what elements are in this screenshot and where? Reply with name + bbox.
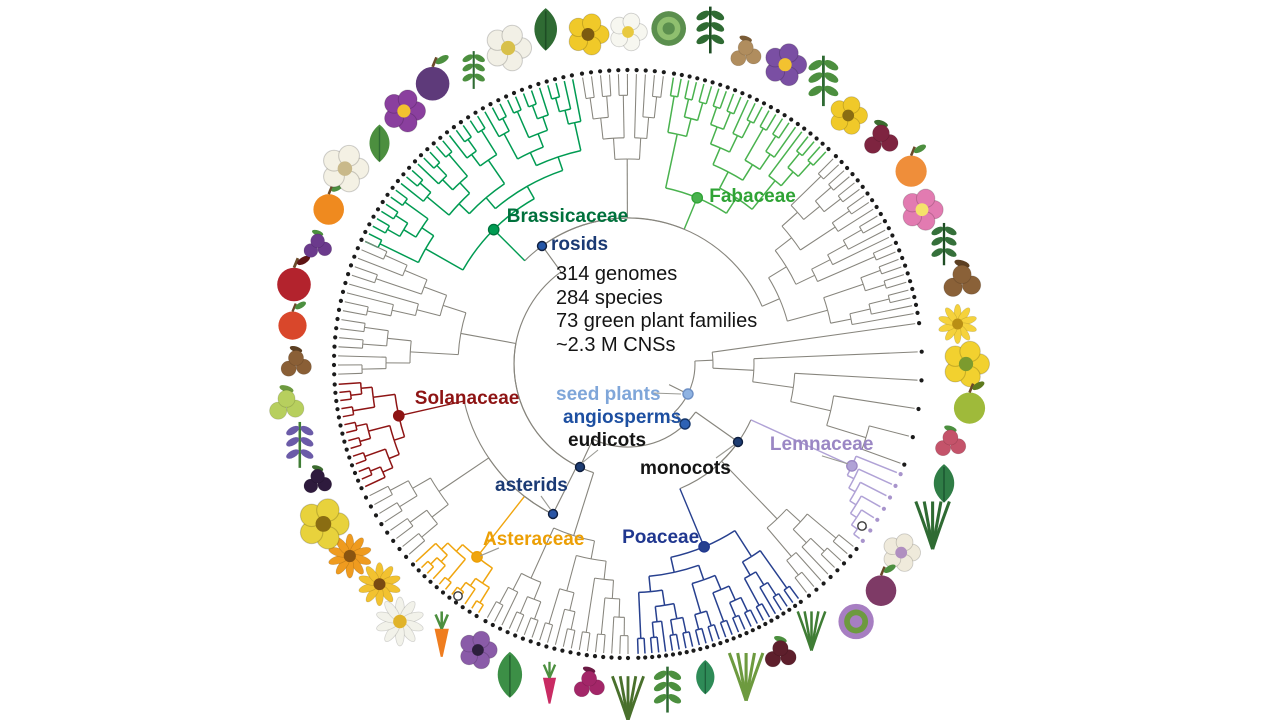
stat-species: 284 species	[556, 286, 663, 309]
node-dots	[392, 191, 867, 601]
ring-plant-fruit-icon	[953, 381, 986, 424]
ring-plant-root-icon	[542, 661, 557, 704]
ring-plant-sprig-icon	[286, 421, 314, 468]
node-dot-angiosperms	[679, 418, 691, 430]
ring-plant-flower-icon	[568, 13, 610, 56]
ring-plant-grass-icon	[796, 610, 827, 651]
label-monocots: monocots	[640, 458, 731, 479]
ring-plant-flower-icon	[323, 144, 370, 193]
label-poaceae: Poaceae	[622, 526, 700, 548]
ring-plant-berries-icon	[303, 229, 332, 258]
ring-plant-rosette-icon	[838, 603, 874, 640]
clade-dot-solanaceae	[392, 409, 405, 422]
node-dot-monocots	[732, 436, 744, 448]
label-angiosperms: angiosperms	[563, 407, 682, 428]
tip-dots	[331, 67, 924, 661]
label-lemnaceae: Lemnaceae	[769, 433, 874, 455]
ring-plant-grass-icon	[914, 500, 951, 550]
ring-plant-flower-icon	[460, 630, 498, 670]
ring-plant-daisy-icon	[938, 303, 977, 345]
ring-plant-flower-icon	[299, 498, 350, 550]
ring-plant-fruit-icon	[277, 255, 311, 302]
ring-plant-berries-icon	[764, 635, 797, 668]
ring-plant-leaf-icon	[933, 464, 955, 503]
ring-plant-flower-icon	[883, 533, 921, 572]
plant-ring	[269, 6, 990, 720]
stat-cns: ~2.3 M CNSs	[556, 333, 676, 356]
callout-lines	[479, 392, 849, 557]
ring-plant-flower-icon	[765, 43, 808, 87]
label-asteraceae: Asteraceae	[482, 528, 585, 550]
ring-plant-leaf-icon	[497, 651, 523, 698]
ring-plant-leaf-icon	[369, 124, 390, 163]
ring-plant-leaf-icon	[534, 8, 558, 51]
clade-dot-asteraceae	[471, 551, 483, 563]
ring-plant-fruit-icon	[415, 54, 450, 101]
ring-plant-fruit-icon	[895, 144, 927, 187]
ring-plant-root-icon	[434, 611, 449, 657]
ring-plant-berries-icon	[864, 119, 899, 154]
node-dot-eudicots	[574, 461, 586, 473]
ring-plant-berries-icon	[303, 465, 332, 494]
ring-plant-berries-icon	[280, 345, 312, 377]
ring-plant-grass-icon	[727, 652, 765, 702]
label-asterids: asterids	[495, 475, 568, 496]
clade-dot-fabaceae	[691, 191, 704, 204]
ring-plant-berries-icon	[573, 666, 605, 698]
ring-plant-fruit-icon	[278, 301, 307, 340]
node-dot-rosids	[536, 240, 548, 252]
clade-dot-poaceae	[698, 540, 710, 553]
ring-plant-sprig-icon	[696, 6, 725, 54]
ring-plant-daisy-icon	[328, 533, 372, 579]
ring-plant-fruit-icon	[313, 183, 344, 225]
ring-plant-sprig-icon	[462, 51, 485, 89]
ring-plant-sprig-icon	[653, 666, 682, 713]
label-fabaceae: Fabaceae	[709, 185, 796, 207]
label-seed-plants: seed plants	[556, 384, 661, 405]
ring-plant-berries-icon	[730, 35, 762, 67]
node-dot-seed-plants	[682, 388, 694, 400]
label-brassicaceae: Brassicaceae	[506, 205, 629, 227]
ring-plant-leaf-icon	[696, 659, 715, 695]
tree-branches	[337, 73, 918, 654]
ring-plant-berries-icon	[269, 385, 305, 420]
ring-plant-rosette-icon	[651, 11, 687, 46]
ring-plant-fruit-icon	[865, 564, 897, 606]
ring-plant-berries-icon	[943, 259, 982, 297]
label-rosids: rosids	[551, 234, 609, 255]
ring-plant-flower-icon	[830, 96, 868, 135]
ring-plant-sprig-icon	[931, 222, 957, 266]
stat-families: 73 green plant families	[556, 310, 758, 332]
stat-genomes: 314 genomes	[556, 263, 678, 285]
ring-plant-flower-icon	[384, 89, 426, 133]
node-dot-asterids	[547, 508, 559, 520]
clade-dot-brassicaceae	[487, 223, 500, 236]
ring-plant-berries-icon	[935, 425, 967, 457]
ring-plant-flower-icon	[944, 340, 990, 388]
ring-plant-daisy-icon	[376, 596, 424, 647]
ring-plant-sprig-icon	[808, 55, 839, 107]
open-node-circle	[857, 521, 867, 531]
label-solanaceae: Solanaceae	[414, 387, 520, 409]
ring-plant-flower-icon	[902, 188, 944, 231]
clade-dot-lemnaceae	[846, 460, 858, 472]
ring-plant-flower-icon	[486, 24, 533, 72]
label-eudicots: eudicots	[568, 430, 647, 451]
open-node-circle	[453, 591, 463, 601]
ring-plant-grass-icon	[611, 675, 645, 720]
ring-plant-daisy-icon	[358, 562, 401, 607]
ring-plant-flower-icon	[610, 12, 648, 52]
summary-stats: 314 genomes 284 species 73 green plant f…	[556, 263, 757, 357]
